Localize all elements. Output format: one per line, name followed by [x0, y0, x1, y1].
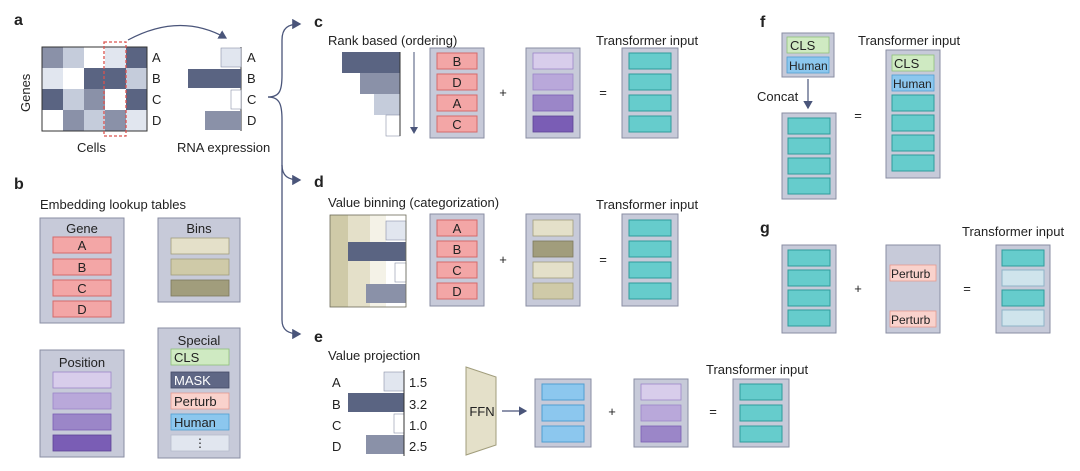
ffn-label: FFN — [469, 404, 494, 419]
gene-token-b: B — [78, 260, 87, 275]
rna-expression-caption: RNA expression — [177, 140, 270, 155]
panel-g-label: g — [760, 220, 770, 237]
panel-c-title: Rank based (ordering) — [328, 33, 457, 48]
special-token-human: Human — [174, 415, 216, 430]
branch-arrow-e — [281, 165, 302, 340]
e-equals: = — [709, 404, 717, 419]
panel-b-label: b — [14, 176, 24, 193]
e-output-title: Transformer input — [706, 362, 808, 377]
special-token-cls: CLS — [174, 350, 200, 365]
gene-table-title: Gene — [66, 221, 98, 236]
special-token-perturb: Perturb — [174, 394, 217, 409]
panel-e-label: e — [314, 329, 323, 346]
c-gene-token-2: D — [452, 75, 461, 90]
e-row-label-c: C — [332, 418, 341, 433]
d-gene-token-1: A — [453, 221, 462, 236]
e-value-a: 1.5 — [409, 375, 427, 390]
c-gene-token-1: B — [453, 54, 462, 69]
c-plus: + — [499, 85, 507, 100]
gene-token-d: D — [77, 302, 86, 317]
ffn-block — [465, 366, 497, 456]
genes-axis-label: Genes — [18, 73, 33, 112]
d-equals: = — [599, 252, 607, 267]
e-value-c: 1.0 — [409, 418, 427, 433]
concat-label: Concat — [757, 89, 799, 104]
value-bars — [348, 370, 405, 456]
special-token-mask: MASK — [174, 373, 211, 388]
c-output-title: Transformer input — [596, 33, 698, 48]
embedding-tables-title: Embedding lookup tables — [40, 197, 186, 212]
gene-token-a: A — [78, 238, 87, 253]
panel-e-title: Value projection — [328, 348, 420, 363]
f-out-human-token: Human — [893, 77, 932, 91]
e-plus: + — [608, 404, 616, 419]
rank-staircase — [342, 52, 418, 137]
panel-f: f CLS Human Concat = Transformer input C… — [757, 14, 960, 200]
d-gene-token-4: D — [452, 284, 461, 299]
panel-d-label: d — [314, 174, 324, 191]
expression-bars — [188, 47, 242, 131]
expr-label-b: B — [247, 71, 256, 86]
g-perturb-token-top: Perturb — [891, 267, 931, 281]
f-human-token: Human — [789, 59, 828, 73]
panel-d-title: Value binning (categorization) — [328, 195, 499, 210]
c-gene-token-3: A — [453, 96, 462, 111]
c-equals: = — [599, 85, 607, 100]
panel-f-label: f — [760, 14, 766, 31]
g-perturb-token-bottom: Perturb — [891, 313, 931, 327]
expr-label-d: D — [247, 113, 256, 128]
e-row-label-b: B — [332, 397, 341, 412]
d-gene-token-2: B — [453, 242, 462, 257]
special-token-more: ⋮ — [194, 436, 206, 450]
position-table-title: Position — [59, 355, 105, 370]
e-value-d: 2.5 — [409, 439, 427, 454]
gene-token-c: C — [77, 281, 86, 296]
f-cls-token: CLS — [790, 38, 816, 53]
d-output-title: Transformer input — [596, 197, 698, 212]
e-row-label-d: D — [332, 439, 341, 454]
f-equals: = — [854, 108, 862, 123]
c-gene-token-4: C — [452, 117, 461, 132]
expr-label-a: A — [247, 50, 256, 65]
panel-e: e Value projection A B C D 1.5 3.2 1.0 2… — [314, 329, 808, 456]
special-table-title: Special — [178, 333, 221, 348]
row-label-b: B — [152, 71, 161, 86]
panel-c-label: c — [314, 14, 323, 31]
e-value-b: 3.2 — [409, 397, 427, 412]
panel-a: a Genes A B C D — [14, 12, 302, 340]
panel-g: g + Perturb Perturb = Transformer input — [760, 220, 1064, 334]
panel-a-label: a — [14, 12, 23, 29]
g-output-title: Transformer input — [962, 224, 1064, 239]
expression-matrix — [41, 41, 148, 137]
panel-b: b Embedding lookup tables Gene A B C D B… — [14, 176, 241, 459]
d-gene-token-3: C — [452, 263, 461, 278]
branch-arrow-c — [267, 18, 302, 98]
g-equals: = — [963, 281, 971, 296]
e-row-label-a: A — [332, 375, 341, 390]
extract-arrow — [127, 24, 228, 41]
row-label-a: A — [152, 50, 161, 65]
branch-arrow-d — [267, 96, 302, 186]
d-plus: + — [499, 252, 507, 267]
panel-c: c Rank based (ordering) B D A C + = Tran… — [314, 14, 698, 139]
panel-d: d Value binning (categorization) A B C D… — [314, 174, 698, 308]
f-out-cls-token: CLS — [894, 56, 920, 71]
g-plus: + — [854, 281, 862, 296]
bins-table-title: Bins — [186, 221, 212, 236]
cells-axis-label: Cells — [77, 140, 106, 155]
f-output-title: Transformer input — [858, 33, 960, 48]
row-label-d: D — [152, 113, 161, 128]
expr-label-c: C — [247, 92, 256, 107]
row-label-c: C — [152, 92, 161, 107]
bin-graphic — [329, 214, 407, 308]
